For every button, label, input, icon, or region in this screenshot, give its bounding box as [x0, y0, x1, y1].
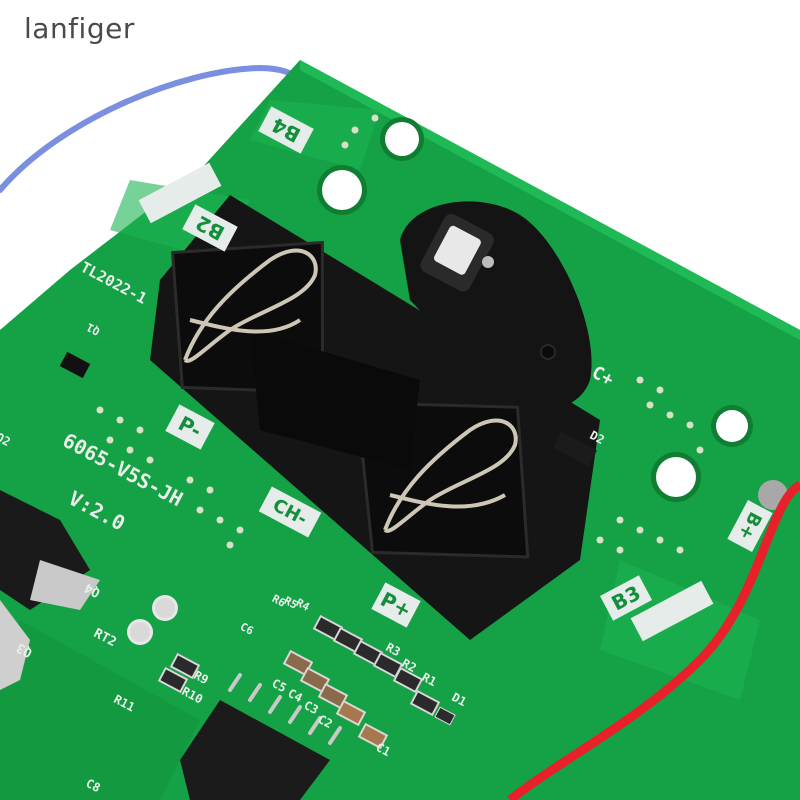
watermark: lanfiger — [24, 12, 135, 45]
mounting-hole — [322, 170, 362, 210]
mounting-hole — [385, 122, 419, 156]
mounting-hole — [656, 457, 696, 497]
thermistor-pad — [130, 622, 150, 642]
mounting-hole — [716, 410, 748, 442]
thermistor-pad — [155, 598, 175, 618]
